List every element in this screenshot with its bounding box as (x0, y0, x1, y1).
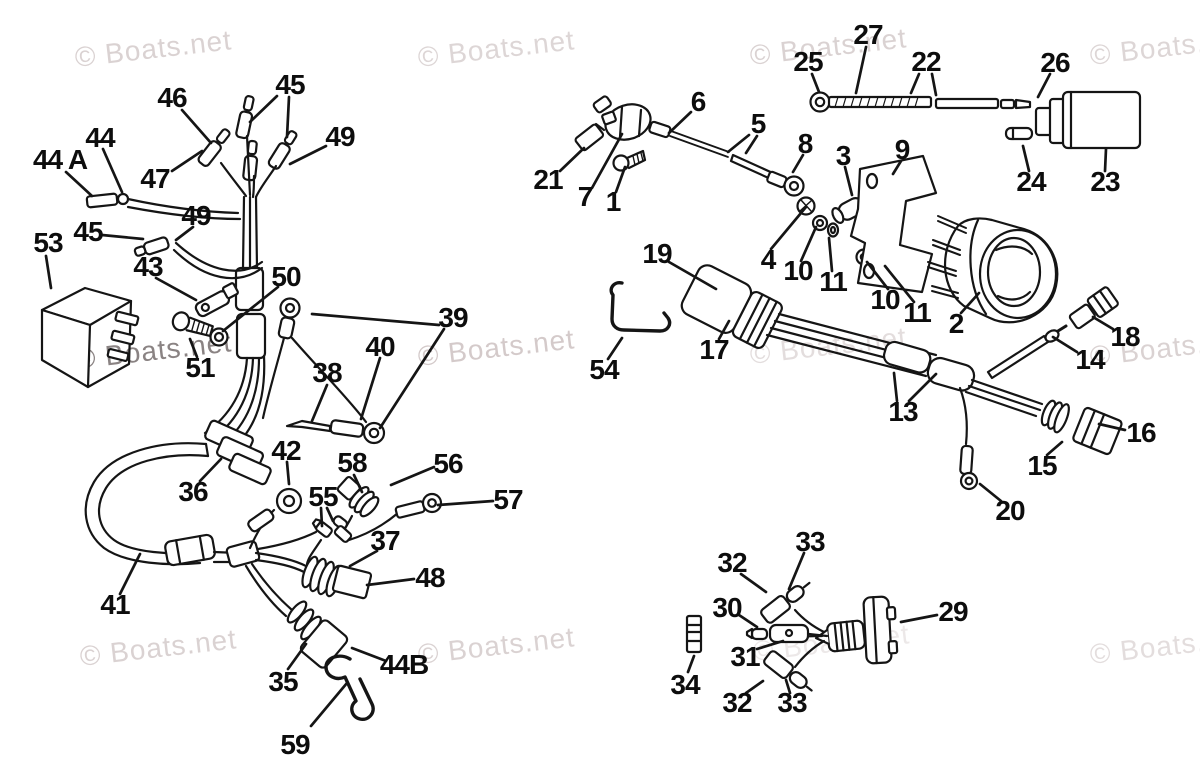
trim-connector-art (685, 581, 899, 692)
left-harness-art (40, 95, 443, 721)
key-switch-gauge-art (574, 90, 1142, 491)
callout-leader-lines (44, 45, 1127, 728)
